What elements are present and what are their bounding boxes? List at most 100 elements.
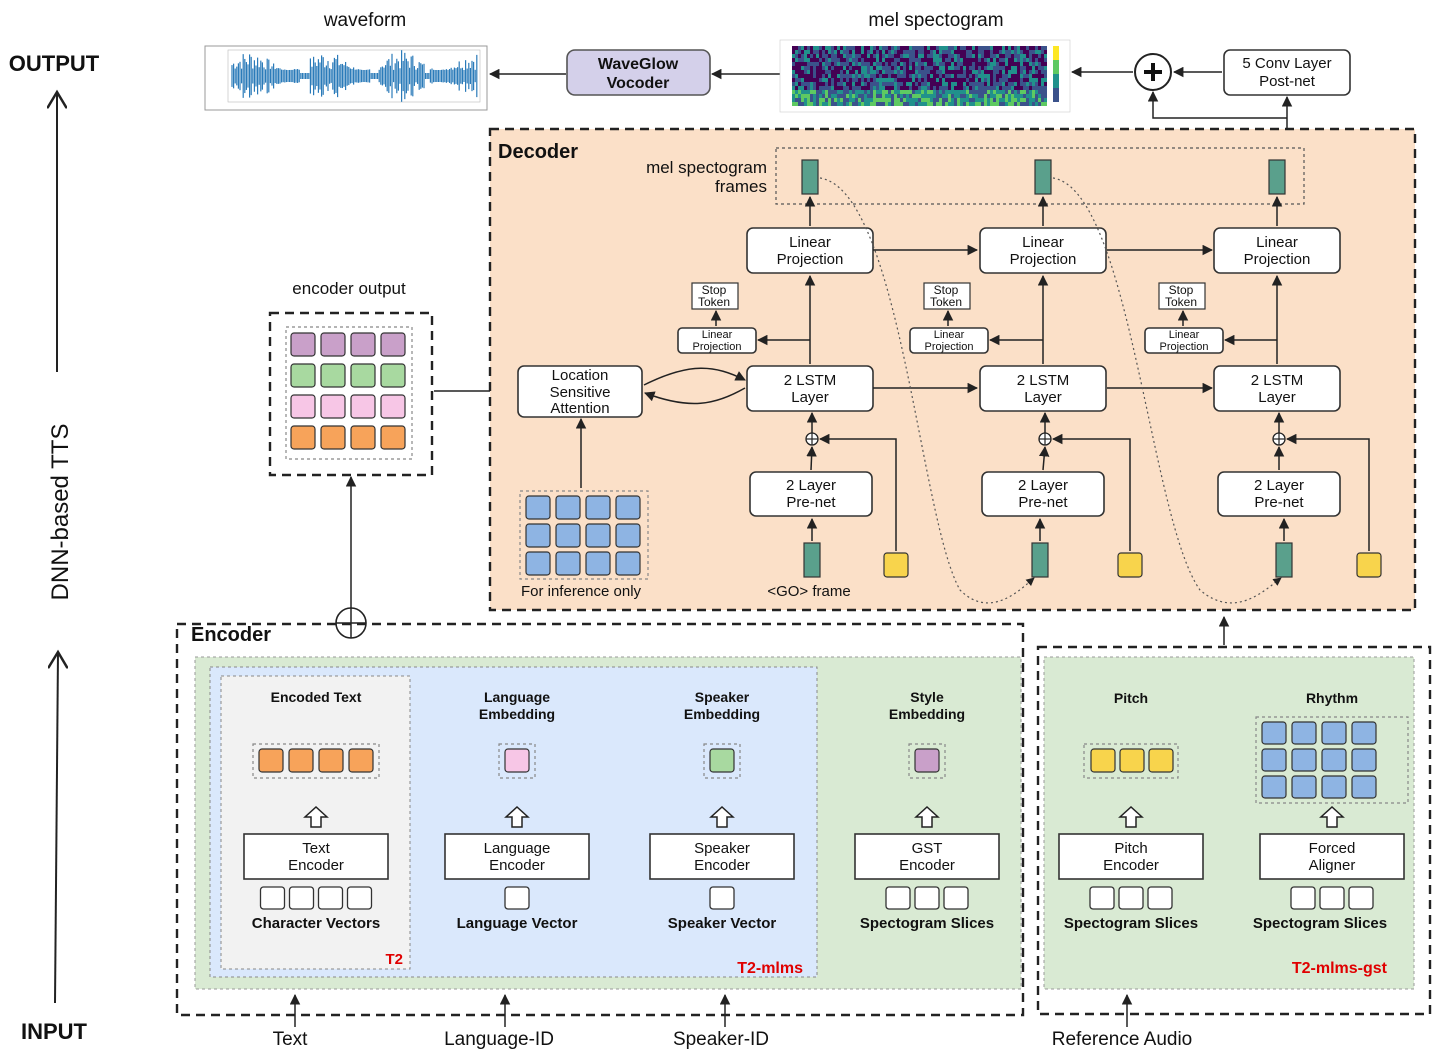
mel-frames-line2: frames xyxy=(715,177,767,196)
reference-column-head: Rhythm xyxy=(1306,690,1358,706)
small-projection-line2: Projection xyxy=(925,341,974,353)
input-speaker-id: Speaker-ID xyxy=(673,993,769,1050)
small-projection-line1: Linear xyxy=(1169,329,1200,341)
rhythm-cell xyxy=(1351,775,1377,799)
input-vector-cell xyxy=(317,886,344,910)
encoder-column-head1: Language xyxy=(484,689,550,705)
inference-cell xyxy=(555,551,581,576)
vocoder-line2: Vocoder xyxy=(607,75,670,92)
stop-token-line1: Stop xyxy=(702,283,727,297)
rhythm-cell xyxy=(1321,721,1347,745)
encoder-output-cell xyxy=(350,363,376,388)
stop-token-line2: Token xyxy=(1165,295,1197,309)
embedding-cell xyxy=(288,748,314,773)
encoder-output-cell xyxy=(320,394,346,419)
encoder-box-1 xyxy=(243,833,389,880)
inference-cell xyxy=(615,551,641,576)
lstm-line1: 2 LSTM xyxy=(1017,372,1070,389)
pitch-cell xyxy=(1090,748,1116,773)
encoder-output-cell xyxy=(290,363,316,388)
waveform-label: waveform xyxy=(323,10,406,31)
encoder-output-cell xyxy=(320,332,346,357)
embedding-cell xyxy=(318,748,344,773)
waveglow-vocoder: WaveGlow Vocoder xyxy=(566,49,711,96)
input-vector-cell xyxy=(1319,886,1345,910)
reference-column-head: Pitch xyxy=(1114,690,1148,706)
rhythm-cell xyxy=(1291,775,1317,799)
embedding-cell xyxy=(914,748,940,773)
lstm-line2: Layer xyxy=(1024,389,1062,406)
reference-column-caption: Spectogram Slices xyxy=(1064,915,1198,932)
inference-cell xyxy=(615,523,641,548)
encoder-output-cell xyxy=(350,425,376,450)
input-vector-cell xyxy=(346,886,373,910)
input-language-id-label: Language-ID xyxy=(444,1029,554,1050)
input-reference-audio-label: Reference Audio xyxy=(1052,1029,1193,1050)
rhythm-cell xyxy=(1261,748,1287,772)
stop-token-1 xyxy=(691,282,739,310)
pitch-cell xyxy=(1119,748,1145,773)
inference-cell xyxy=(525,551,551,576)
input-frame-3 xyxy=(1275,542,1293,578)
sum-node-top xyxy=(1134,53,1172,91)
embedding-cell xyxy=(258,748,284,773)
linear-projection-2 xyxy=(979,227,1107,274)
encoder-column-head1: Speaker xyxy=(695,689,750,705)
input-vector-cell xyxy=(259,886,286,910)
embedding-cell xyxy=(504,748,530,773)
input-vector-cell xyxy=(1089,886,1115,910)
reference-green-area xyxy=(1043,656,1415,990)
encoder-output-cell xyxy=(350,394,376,419)
up-arrow-icon xyxy=(303,805,329,828)
attention-line2: Sensitive xyxy=(550,384,611,401)
encoder-output-grid xyxy=(290,332,406,450)
arrow-context-to-concat-2 xyxy=(1051,433,1131,551)
up-arrow-icon xyxy=(1319,805,1345,828)
input-language-id: Language-ID xyxy=(444,993,554,1050)
stop-token-line1: Stop xyxy=(934,283,959,297)
context-vector-1 xyxy=(883,552,909,578)
input-vector-cell xyxy=(943,886,969,910)
input-vector-cell xyxy=(1348,886,1374,910)
waveform-plot xyxy=(204,45,488,111)
inference-cell xyxy=(525,495,551,520)
up-arrow-icon xyxy=(504,805,530,828)
linear-projection-3 xyxy=(1213,227,1341,274)
rhythm-cell xyxy=(1351,721,1377,745)
reference-frame xyxy=(1036,645,1432,1016)
encoder-column-head1: Style xyxy=(910,689,944,705)
encoder-box-2 xyxy=(444,833,590,880)
up-arrow-icon xyxy=(914,805,940,828)
inference-cell xyxy=(585,495,611,520)
lstm-layer-2 xyxy=(979,365,1107,412)
encoder-column-caption: Spectogram Slices xyxy=(860,915,994,932)
decoder-title: Decoder xyxy=(498,141,578,163)
small-projection-line1: Linear xyxy=(702,329,733,341)
encoder-box-3 xyxy=(649,833,795,880)
mel-frame-3 xyxy=(1268,159,1286,195)
encoder-column-head1: Encoded Text xyxy=(271,689,362,705)
encoder-box-line1: GST xyxy=(912,840,943,857)
small-linear-projection-3 xyxy=(1144,327,1224,354)
input-vector-cell xyxy=(1118,886,1144,910)
tag-t2: T2 xyxy=(385,951,403,968)
inference-cell xyxy=(525,523,551,548)
context-vector-3 xyxy=(1356,552,1382,578)
reference-column-caption: Spectogram Slices xyxy=(1253,915,1387,932)
encoder-output-cell xyxy=(380,394,406,419)
context-vector-2 xyxy=(1117,552,1143,578)
reference-box-line1: Pitch xyxy=(1114,840,1147,857)
postnet-box: 5 Conv Layer Post-net xyxy=(1223,49,1351,96)
rhythm-cell xyxy=(1291,748,1317,772)
encoder-box-line2: Encoder xyxy=(899,857,955,874)
lstm-line1: 2 LSTM xyxy=(784,372,837,389)
encoder-box-line1: Text xyxy=(302,840,330,857)
pitch-cell xyxy=(1148,748,1174,773)
prenet-line2: Pre-net xyxy=(1018,494,1068,511)
embedding-cell xyxy=(709,748,735,773)
encoder-box-line1: Language xyxy=(484,840,551,857)
encoder-output-cell xyxy=(290,332,316,357)
lstm-line2: Layer xyxy=(1258,389,1296,406)
arrow-lstm-to-attention xyxy=(644,387,746,405)
